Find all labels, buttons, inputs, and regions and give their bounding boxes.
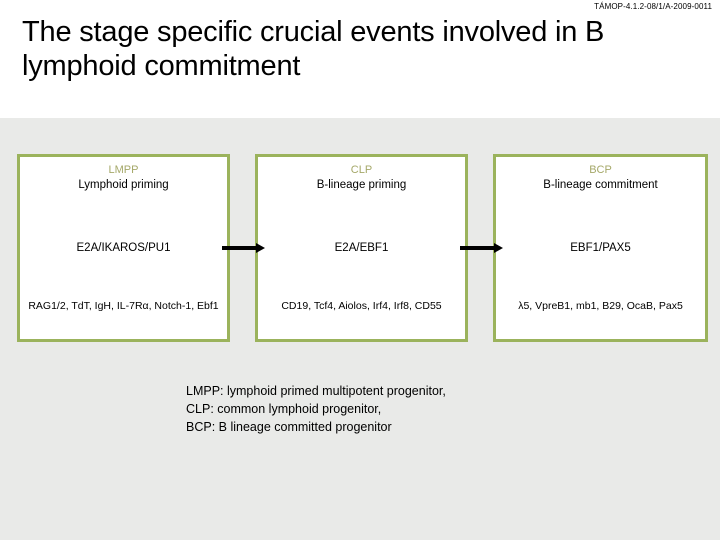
stage-description: B-lineage priming bbox=[316, 179, 407, 191]
page-title: The stage specific crucial events involv… bbox=[22, 16, 605, 82]
legend-line-bcp: BCP: B lineage committed progenitor bbox=[186, 420, 392, 434]
legend-line-clp: CLP: common lymphoid progenitor, bbox=[186, 402, 382, 416]
stage-box-clp: CLP B-lineage priming E2A/EBF1 CD19, Tcf… bbox=[255, 154, 468, 342]
stage-code-label: BCP bbox=[589, 164, 612, 176]
arrow-right-icon-clp-to-bcp bbox=[460, 243, 506, 253]
stage-genes-label: λ5, VpreB1, mb1, B29, OcaB, Pax5 bbox=[518, 300, 683, 312]
stage-factors-label: EBF1/PAX5 bbox=[570, 242, 631, 254]
arrow-head bbox=[256, 243, 265, 253]
stage-code-label: CLP bbox=[350, 164, 373, 176]
stage-factors-label: E2A/EBF1 bbox=[334, 242, 389, 254]
stage-description: B-lineage commitment bbox=[543, 179, 658, 191]
stage-description: Lymphoid priming bbox=[78, 179, 169, 191]
stage-box-lmpp: LMPP Lymphoid priming E2A/IKAROS/PU1 RAG… bbox=[17, 154, 230, 342]
stage-inner: BCP B-lineage commitment EBF1/PAX5 λ5, V… bbox=[496, 157, 705, 339]
stage-diagram: LMPP Lymphoid priming E2A/IKAROS/PU1 RAG… bbox=[0, 154, 720, 344]
abbreviation-legend: LMPP: lymphoid primed multipotent progen… bbox=[186, 382, 606, 436]
stage-box-bcp: BCP B-lineage commitment EBF1/PAX5 λ5, V… bbox=[493, 154, 708, 342]
stage-inner: LMPP Lymphoid priming E2A/IKAROS/PU1 RAG… bbox=[20, 157, 227, 339]
stage-code-label: LMPP bbox=[108, 164, 139, 176]
project-code-label: TÁMOP-4.1.2-08/1/A-2009-0011 bbox=[594, 2, 712, 11]
arrow-shaft bbox=[222, 246, 258, 250]
stage-factors-label: E2A/IKAROS/PU1 bbox=[76, 242, 171, 254]
stage-genes-label: CD19, Tcf4, Aiolos, Irf4, Irf8, CD55 bbox=[281, 300, 442, 312]
arrow-right-icon-lmpp-to-clp bbox=[222, 243, 268, 253]
arrow-head bbox=[494, 243, 503, 253]
arrow-shaft bbox=[460, 246, 496, 250]
legend-line-lmpp: LMPP: lymphoid primed multipotent progen… bbox=[186, 384, 446, 398]
stage-genes-label: RAG1/2, TdT, IgH, IL-7Rα, Notch-1, Ebf1 bbox=[28, 300, 219, 312]
stage-inner: CLP B-lineage priming E2A/EBF1 CD19, Tcf… bbox=[258, 157, 465, 339]
